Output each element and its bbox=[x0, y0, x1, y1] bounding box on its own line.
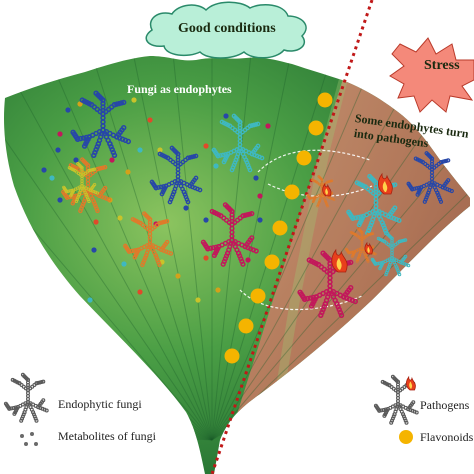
flames-group bbox=[322, 172, 393, 273]
metabolite-dot-icon bbox=[55, 147, 61, 153]
metabolite-dot-icon bbox=[41, 167, 47, 173]
metabolite-dot-icon bbox=[223, 113, 229, 119]
metabolite-dot-icon bbox=[121, 261, 127, 267]
fungus-icon bbox=[200, 202, 259, 267]
flavonoid-dot-icon bbox=[399, 430, 413, 444]
metabolite-dot-icon bbox=[20, 434, 24, 438]
metabolite-dot-icon bbox=[49, 175, 55, 181]
legend-endophytic-fungi: Endophytic fungi bbox=[58, 397, 142, 411]
metabolite-dot-icon bbox=[137, 147, 143, 153]
metabolite-dot-icon bbox=[137, 289, 143, 295]
fungus-icon bbox=[62, 161, 100, 204]
fungi-as-endophytes-label: Fungi as endophytes bbox=[127, 82, 232, 96]
metabolite-dot-icon bbox=[175, 273, 181, 279]
metabolite-dot-icon bbox=[91, 247, 97, 253]
metabolite-dot-icon bbox=[93, 219, 99, 225]
metabolite-dot-icon bbox=[213, 163, 219, 169]
flavonoid-dot-icon bbox=[238, 318, 254, 334]
flavonoid-dot-icon bbox=[224, 348, 240, 364]
fire-icon bbox=[378, 172, 393, 195]
metabolite-dot-icon bbox=[117, 215, 123, 221]
fungus-icon bbox=[149, 145, 203, 205]
metabolite-dot-icon bbox=[30, 432, 34, 436]
legend-flavonoids: Flavonoids bbox=[420, 430, 474, 444]
metabolite-dots bbox=[41, 97, 271, 303]
fungus-icon bbox=[211, 113, 265, 173]
metabolite-dot-icon bbox=[109, 157, 115, 163]
legend-icons bbox=[3, 372, 419, 446]
stress-label: Stress bbox=[424, 58, 460, 73]
metabolite-dot-icon bbox=[183, 205, 189, 211]
metabolite-dot-icon bbox=[265, 123, 271, 129]
flavonoid-dots bbox=[224, 92, 333, 364]
legend-metabolites: Metabolites of fungi bbox=[58, 429, 156, 443]
metabolite-dot-icon bbox=[245, 257, 251, 263]
metabolite-dot-icon bbox=[24, 442, 28, 446]
flavonoid-dot-icon bbox=[308, 120, 324, 136]
metabolite-dot-icon bbox=[257, 193, 263, 199]
flavonoid-dot-icon bbox=[284, 184, 300, 200]
fungus-icon bbox=[3, 372, 49, 423]
metabolite-dot-icon bbox=[73, 157, 79, 163]
fungus-icon bbox=[297, 250, 359, 319]
fire-icon bbox=[364, 241, 373, 255]
cloud-icon bbox=[145, 1, 307, 59]
fire-icon bbox=[331, 248, 348, 273]
flavonoid-dot-icon bbox=[272, 220, 288, 236]
metabolite-dot-icon bbox=[203, 255, 209, 261]
fungus-icon bbox=[370, 232, 411, 277]
flavonoid-dot-icon bbox=[317, 92, 333, 108]
metabolite-dot-icon bbox=[157, 147, 163, 153]
metabolite-dot-icon bbox=[65, 107, 71, 113]
fire-icon bbox=[405, 375, 416, 391]
metabolite-dot-icon bbox=[203, 217, 209, 223]
metabolite-dot-icon bbox=[87, 297, 93, 303]
fire-icon bbox=[322, 182, 332, 197]
metabolite-dot-icon bbox=[125, 169, 131, 175]
metabolite-dot-icon bbox=[253, 175, 259, 181]
fungus-icon bbox=[373, 374, 419, 425]
metabolite-dot-icon bbox=[203, 143, 209, 149]
fungus-icon bbox=[406, 151, 454, 204]
burst-icon bbox=[389, 37, 474, 113]
legend-pathogens: Pathogens bbox=[420, 398, 470, 412]
flavonoid-dot-icon bbox=[250, 288, 266, 304]
metabolite-dot-icon bbox=[77, 101, 83, 107]
fungus-icon bbox=[70, 90, 132, 159]
metabolite-dot-icon bbox=[34, 442, 38, 446]
metabolite-dot-icon bbox=[57, 131, 63, 137]
metabolite-dot-icon bbox=[147, 117, 153, 123]
metabolite-dot-icon bbox=[131, 97, 137, 103]
metabolite-dot-icon bbox=[57, 197, 63, 203]
good-conditions-label: Good conditions bbox=[178, 21, 276, 36]
metabolite-dot-icon bbox=[257, 217, 263, 223]
flavonoid-dot-icon bbox=[296, 150, 312, 166]
metabolite-dot-icon bbox=[215, 287, 221, 293]
fungus-icon bbox=[123, 211, 174, 268]
metabolite-dot-icon bbox=[195, 297, 201, 303]
flavonoid-dot-icon bbox=[264, 254, 280, 270]
